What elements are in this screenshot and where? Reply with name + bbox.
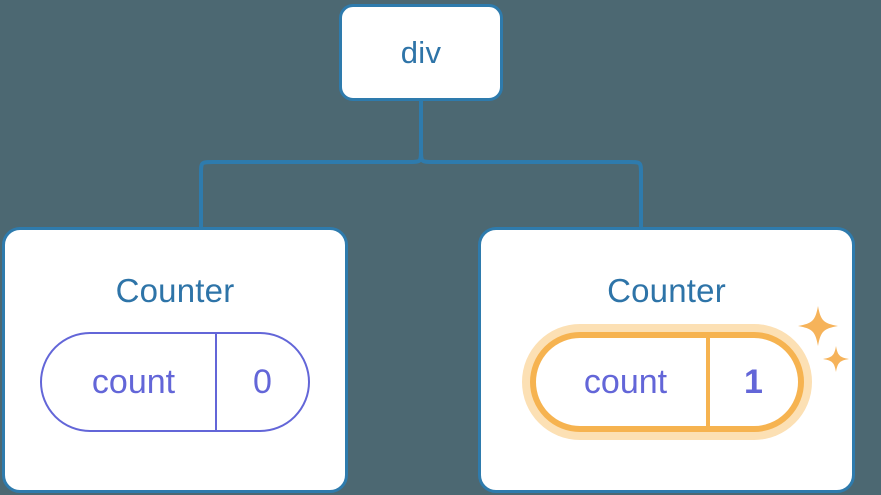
connector-to-left-child bbox=[199, 148, 423, 231]
counter-left-state-wrap: count 0 bbox=[40, 332, 310, 432]
connector-to-right-child bbox=[419, 148, 643, 231]
counter-right-state-value: 1 bbox=[705, 338, 798, 426]
counter-right-state-pill[interactable]: count 1 bbox=[529, 332, 804, 432]
counter-right-state-wrap: count 1 bbox=[529, 306, 849, 432]
counter-right-state-key: count bbox=[583, 363, 668, 401]
counter-left-title: Counter bbox=[115, 272, 235, 309]
counter-right-title: Counter bbox=[607, 272, 726, 309]
node-div[interactable]: div bbox=[339, 4, 503, 101]
node-div-label: div bbox=[400, 35, 442, 70]
sparkle-small-icon bbox=[822, 346, 849, 372]
counter-left-state-key: count bbox=[91, 363, 176, 401]
counter-left-state-pill[interactable]: count 0 bbox=[40, 332, 310, 432]
counter-left-state-value: 0 bbox=[215, 334, 308, 430]
node-counter-right[interactable]: Counter count 1 bbox=[478, 227, 855, 493]
node-counter-left[interactable]: Counter count 0 bbox=[2, 227, 348, 493]
sparkle-large-icon bbox=[797, 306, 838, 346]
